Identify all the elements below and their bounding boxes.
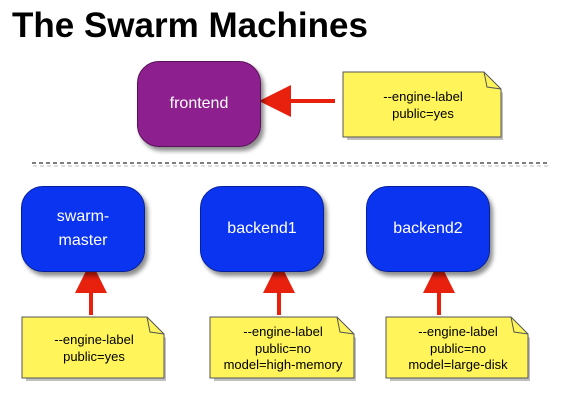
sticky-note-shape	[385, 316, 530, 381]
swarm-master-label-note: --engine-label public=yes	[21, 316, 167, 382]
frontend-node: frontend	[137, 61, 261, 147]
note-line: public=no	[429, 340, 486, 356]
frontend-label-note: --engine-label public=yes	[342, 71, 504, 141]
sticky-note-shape	[342, 71, 503, 140]
sticky-note-shape	[21, 316, 166, 381]
note-line: public=yes	[63, 349, 125, 364]
note-line: --engine-label	[54, 332, 134, 348]
note-line: model=large-disk	[408, 357, 508, 373]
swarm-master-node: swarm- master	[21, 186, 145, 272]
backend1-label-note: --engine-label public=no model=high-memo…	[209, 316, 357, 382]
backend1-node: backend1	[200, 186, 324, 272]
note-line: public=yes	[392, 106, 454, 121]
backend2-node-label: backend2	[393, 220, 463, 237]
note-line: --engine-label	[418, 323, 498, 339]
swarm-master-node-label: swarm- master	[56, 208, 110, 249]
sticky-note-shape	[209, 316, 356, 381]
diagram-title: The Swarm Machines	[12, 6, 368, 45]
note-line: --engine-label	[383, 89, 463, 105]
backend2-label-note: --engine-label public=no model=large-dis…	[385, 316, 531, 382]
backend1-node-label: backend1	[227, 220, 297, 237]
backend2-node: backend2	[366, 186, 490, 272]
frontend-node-label: frontend	[169, 95, 229, 112]
note-line: --engine-label	[243, 323, 323, 339]
note-line: model=high-memory	[223, 357, 343, 373]
note-line: public=no	[254, 340, 311, 356]
